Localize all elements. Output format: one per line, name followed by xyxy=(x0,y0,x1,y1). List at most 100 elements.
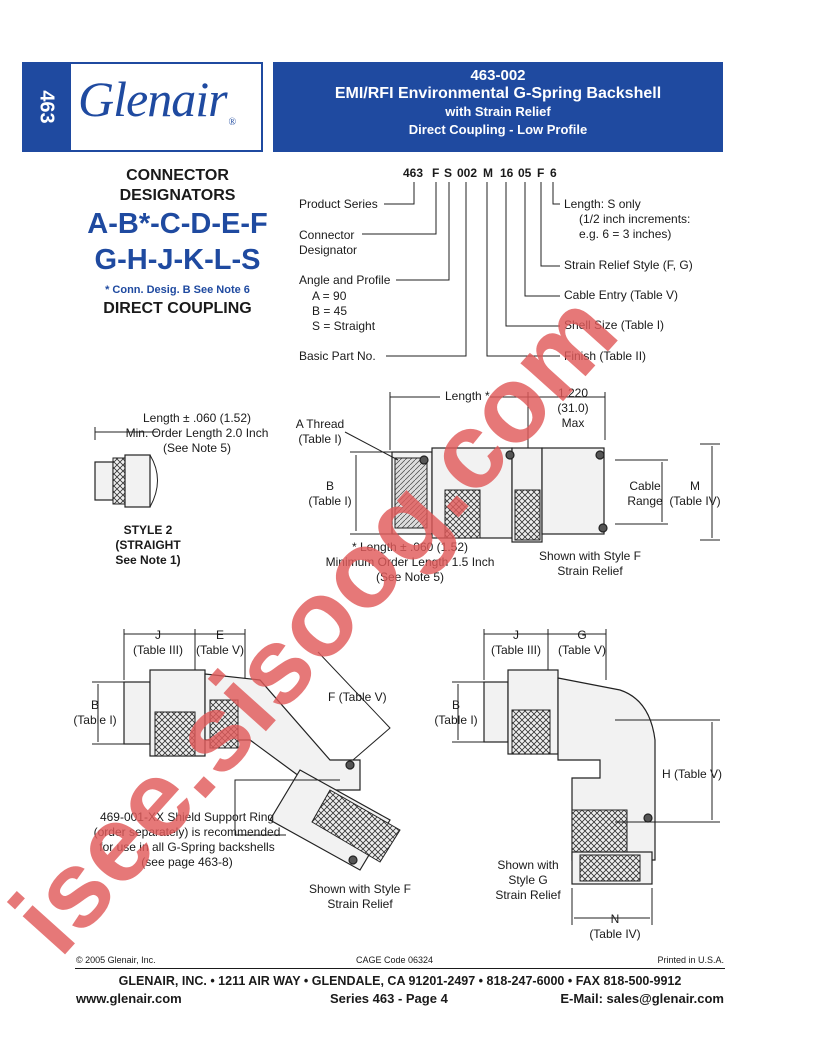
dim-max: Max xyxy=(561,416,585,430)
footer-email[interactable]: E-Mail: sales@glenair.com xyxy=(560,991,724,1006)
v45-b-1: B xyxy=(90,698,99,712)
label-basic-part: Basic Part No. xyxy=(299,349,376,363)
v90-shown-2: Style G xyxy=(508,873,548,887)
part-number-title: 463-002 xyxy=(470,67,526,84)
v45-j-1: J xyxy=(155,628,161,642)
label-strain-relief: Strain Relief Style (F, G) xyxy=(564,258,693,272)
cable-range-2: Range xyxy=(627,494,663,508)
pn-m: M xyxy=(483,166,493,180)
straight-b-label-2: (Table I) xyxy=(308,494,352,508)
straight-view-drawing xyxy=(344,392,720,543)
45deg-view-drawing xyxy=(92,629,401,871)
footer-address: GLENAIR, INC. • 1211 AIR WAY • GLENDALE,… xyxy=(118,974,682,988)
ring-note-1: 469-001-XX Shield Support Ring xyxy=(99,810,275,824)
header-title-block: 463-002 EMI/RFI Environmental G-Spring B… xyxy=(273,62,723,152)
footer-copyright: © 2005 Glenair, Inc. xyxy=(76,955,156,965)
style2-drawing xyxy=(94,427,158,508)
label-length-3: e.g. 6 = 3 inches) xyxy=(579,227,672,241)
designators-heading-2: DESIGNATORS xyxy=(119,187,236,204)
logo-registered: ® xyxy=(228,117,237,128)
footer-website[interactable]: www.glenair.com xyxy=(76,991,182,1006)
v90-j-1: J xyxy=(513,628,519,642)
connector-designators: CONNECTOR DESIGNATORS A-B*-C-D-E-F G-H-J… xyxy=(70,166,285,318)
v90-n-1: N xyxy=(610,912,620,926)
product-subtitle-1: with Strain Relief xyxy=(445,104,551,119)
m-label-2: (Table IV) xyxy=(669,494,721,508)
style2-caption-3: See Note 1) xyxy=(115,553,181,567)
v90-shown-1: Shown with xyxy=(497,858,559,872)
pn-05: 05 xyxy=(518,166,532,180)
a-thread-label-2: (Table I) xyxy=(298,432,342,446)
product-subtitle-2: Direct Coupling - Low Profile xyxy=(408,122,588,137)
v45-shown-2: Strain Relief xyxy=(327,897,393,911)
len-note-2: Minimum Order Length 1.5 Inch xyxy=(325,555,495,569)
straight-shown-1: Shown with Style F xyxy=(538,549,642,563)
footer-cage: CAGE Code 06324 xyxy=(356,955,434,965)
v90-b-1: B xyxy=(451,698,460,712)
footer-printed: Printed in U.S.A. xyxy=(657,955,724,965)
label-length-2: (1/2 inch increments: xyxy=(579,212,691,226)
style2-length-1: Length ± .060 (1.52) xyxy=(143,411,251,425)
label-shell-size: Shell Size (Table I) xyxy=(564,318,665,332)
label-product-series: Product Series xyxy=(299,197,378,211)
cable-range-1: Cable xyxy=(629,479,661,493)
footer-divider xyxy=(75,968,725,969)
straight-b-label-1: B xyxy=(325,479,334,493)
label-connector-1: Connector xyxy=(299,228,355,242)
v90-g-2: (Table V) xyxy=(557,643,607,657)
dim-310: (31.0) xyxy=(557,401,589,415)
designators-line-1: A-B*-C-D-E-F xyxy=(87,208,268,240)
designators-line-2: G-H-J-K-L-S xyxy=(94,244,261,276)
v90-j-2: (Table III) xyxy=(490,643,541,657)
footer-series-page: Series 463 - Page 4 xyxy=(330,991,448,1006)
pn-16: 16 xyxy=(500,166,514,180)
len-note-3: (See Note 5) xyxy=(375,570,445,584)
label-length-1: Length: S only xyxy=(564,197,641,211)
ring-note-4: (see page 463-8) xyxy=(141,855,233,869)
pn-f: F xyxy=(432,166,440,180)
m-label-1: M xyxy=(690,479,700,493)
style2-caption-2: (STRAIGHT xyxy=(115,538,181,552)
logo-box xyxy=(69,62,263,152)
v45-shown-1: Shown with Style F xyxy=(308,882,412,896)
glenair-logo: Glenair® xyxy=(78,70,237,128)
designators-heading-1: CONNECTOR xyxy=(126,167,229,184)
label-angle-title: Angle and Profile xyxy=(299,273,391,287)
v45-b-2: (Table I) xyxy=(73,713,117,727)
coupling-type: DIRECT COUPLING xyxy=(103,300,252,317)
pn-463: 463 xyxy=(403,166,424,180)
90deg-view-drawing xyxy=(452,629,720,925)
style2-length-3: (See Note 5) xyxy=(162,441,232,455)
label-angle-a: A = 90 xyxy=(312,289,347,303)
pn-002: 002 xyxy=(457,166,478,180)
page-section-tab: 463 xyxy=(22,62,69,152)
designator-note: * Conn. Desig. B See Note 6 xyxy=(105,284,250,296)
len-note-1: * Length ± .060 (1.52) xyxy=(352,540,468,554)
product-title: EMI/RFI Environmental G-Spring Backshell xyxy=(334,85,662,102)
pn-leader-lines xyxy=(362,182,560,357)
style2-length-2: Min. Order Length 2.0 Inch xyxy=(125,426,269,440)
ring-note-2: (order separately) is recommended xyxy=(93,825,281,839)
ring-note-3: for use in all G-Spring backshells xyxy=(99,840,275,854)
logo-text: Glenair xyxy=(78,71,228,127)
pn-6: 6 xyxy=(550,166,557,180)
v90-shown-3: Strain Relief xyxy=(495,888,561,902)
label-cable-entry: Cable Entry (Table V) xyxy=(564,288,679,302)
pn-f2: F xyxy=(537,166,545,180)
label-connector-2: Designator xyxy=(299,243,358,257)
v90-g-1: G xyxy=(577,628,587,642)
dim-1220: 1.220 xyxy=(557,386,589,400)
a-thread-label-1: A Thread xyxy=(295,417,345,431)
v45-e-2: (Table V) xyxy=(195,643,245,657)
pn-s: S xyxy=(444,166,453,180)
v90-h-label: H (Table V) xyxy=(662,767,723,781)
label-angle-b: B = 45 xyxy=(312,304,348,318)
v45-e-1: E xyxy=(215,628,224,642)
straight-shown-2: Strain Relief xyxy=(557,564,623,578)
v45-f-label: F (Table V) xyxy=(328,690,387,704)
v90-b-2: (Table I) xyxy=(434,713,478,727)
label-angle-s: S = Straight xyxy=(312,319,376,333)
v90-n-2: (Table IV) xyxy=(589,927,641,941)
style2-caption-1: STYLE 2 xyxy=(123,523,173,537)
